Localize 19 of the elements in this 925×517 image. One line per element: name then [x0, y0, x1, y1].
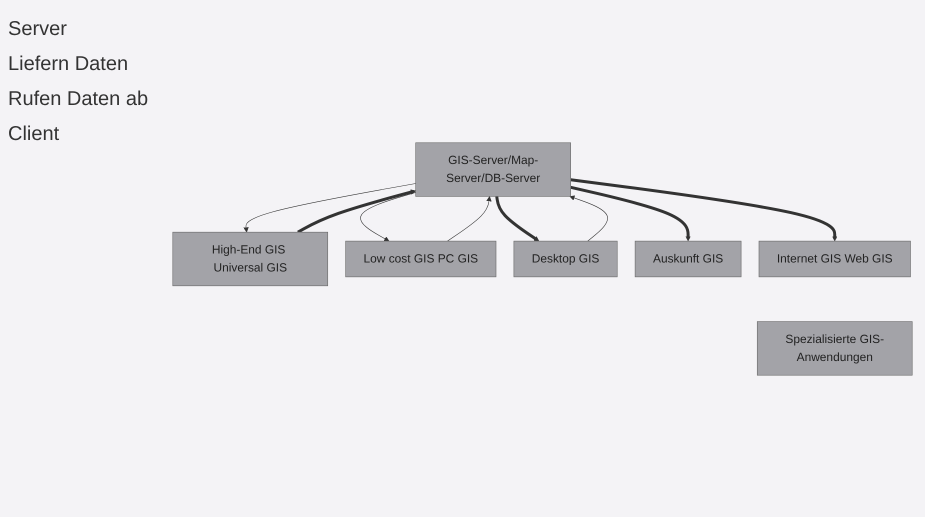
node-box: GIS-Server/Map-Server/DB-Server	[415, 142, 571, 196]
arrow	[570, 195, 608, 241]
side-label: Rufen Daten ab	[8, 88, 150, 111]
node-box: Spezialisierte GIS-Anwendungen	[756, 320, 913, 376]
arrow	[360, 192, 416, 241]
side-label: Liefern Daten	[8, 53, 130, 76]
arrow	[570, 178, 838, 241]
arrow	[570, 185, 691, 241]
arrow	[297, 188, 416, 233]
node-box: Low cost GIS PC GIS	[345, 240, 496, 277]
side-label: Client	[8, 123, 60, 146]
arrow	[447, 196, 492, 241]
node-box: Auskunft GIS	[634, 240, 742, 277]
arrow	[243, 182, 416, 232]
arrow	[495, 196, 540, 241]
node-box: Desktop GIS	[514, 240, 618, 277]
node-box: Internet GIS Web GIS	[758, 240, 911, 277]
side-label: Server	[8, 18, 68, 41]
node-box: High-End GIS Universal GIS	[172, 231, 328, 286]
